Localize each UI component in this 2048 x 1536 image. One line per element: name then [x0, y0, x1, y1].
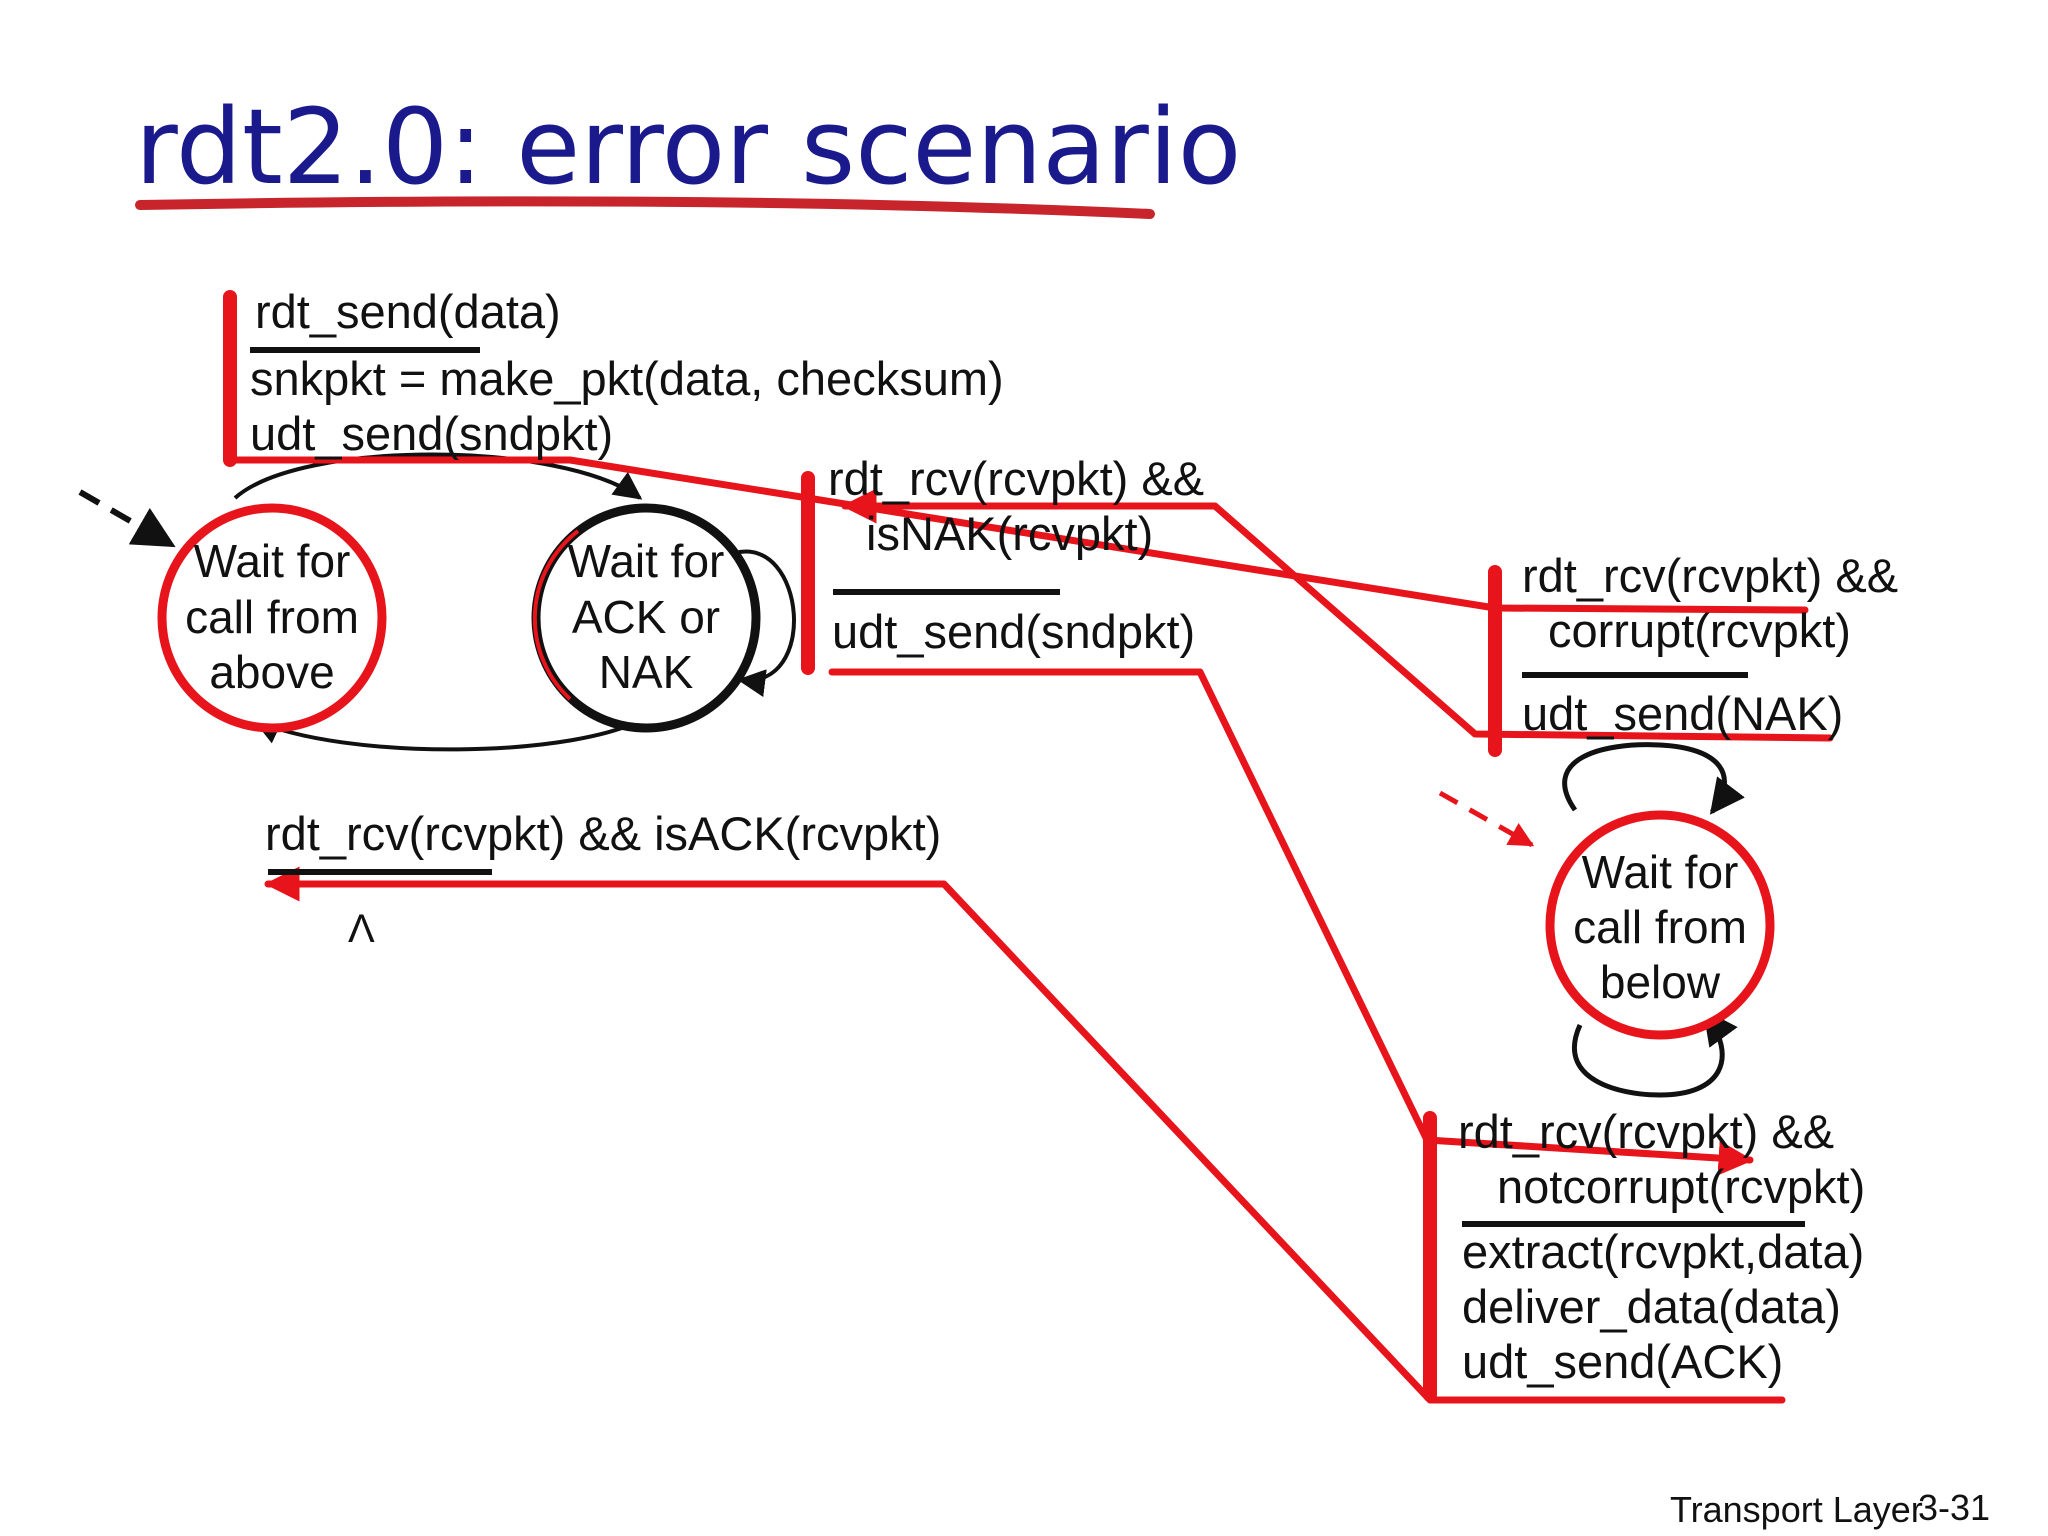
notcorrupt-action-label: udt_send(ACK): [1462, 1335, 1783, 1388]
arc-corrupt-self-loop: [1562, 742, 1745, 815]
transition-ack: rdt_rcv(rcvpkt) && isACK(rcvpkt) Λ: [265, 807, 941, 951]
nak-action-label: udt_send(sndpkt): [832, 605, 1195, 658]
annotation-packet-path: [226, 456, 1809, 614]
notcorrupt-action-label: extract(rcvpkt,data): [1462, 1225, 1864, 1278]
state-label-line: NAK: [599, 646, 694, 698]
slide-title: rdt2.0: error scenario: [135, 86, 1241, 208]
ack-action-lambda: Λ: [348, 907, 375, 951]
corrupt-action-label: udt_send(NAK): [1522, 687, 1843, 740]
red-annotation-paths: [223, 290, 1834, 1404]
annotation-resend-path: [828, 668, 1754, 1176]
corrupt-event-label: rdt_rcv(rcvpkt) &&: [1522, 549, 1898, 602]
ack-event-label: rdt_rcv(rcvpkt) && isACK(rcvpkt): [265, 807, 941, 860]
transition-nak: rdt_rcv(rcvpkt) && isNAK(rcvpkt) udt_sen…: [828, 452, 1204, 658]
arc-nak-self-loop: [734, 549, 796, 697]
receiver-initial-arrow: [1438, 790, 1535, 848]
state-label-line: Wait for: [194, 535, 351, 587]
arc-ack-transition: [252, 713, 652, 752]
nak-event-label: rdt_rcv(rcvpkt) &&: [828, 452, 1204, 505]
notcorrupt-event-label: rdt_rcv(rcvpkt) &&: [1458, 1105, 1834, 1158]
send-action-label: snkpkt = make_pkt(data, checksum): [250, 352, 1004, 405]
notcorrupt-action-label: deliver_data(data): [1462, 1280, 1841, 1333]
state-wait-call-from-above: Wait for call from above: [157, 503, 387, 733]
state-label-line: call from: [1573, 901, 1747, 953]
send-action-label: udt_send(sndpkt): [250, 407, 613, 460]
annotation-nak-return-path: [845, 506, 1834, 742]
notcorrupt-event-label: notcorrupt(rcvpkt): [1497, 1160, 1865, 1213]
transition-notcorrupt: rdt_rcv(rcvpkt) && notcorrupt(rcvpkt) ex…: [1458, 1105, 1865, 1388]
state-label-line: call from: [185, 591, 359, 643]
corrupt-event-label: corrupt(rcvpkt): [1548, 604, 1851, 657]
annotation-ack-return-path: [264, 866, 1786, 1404]
footer-page-number: 3-31: [1918, 1487, 1990, 1528]
state-wait-call-from-below: Wait for call from below: [1545, 810, 1775, 1040]
arc-send-transition: [233, 452, 643, 500]
transition-send: rdt_send(data) snkpkt = make_pkt(data, c…: [250, 285, 1004, 460]
state-label-line: Wait for: [568, 535, 725, 587]
state-label-line: ACK or: [572, 591, 720, 643]
footer-section-label: Transport Layer: [1670, 1489, 1923, 1530]
nak-event-label: isNAK(rcvpkt): [866, 507, 1153, 560]
send-event-label: rdt_send(data): [255, 285, 561, 338]
state-wait-ack-or-nak: Wait for ACK or NAK: [531, 503, 761, 733]
state-label-line: below: [1600, 956, 1721, 1008]
arc-notcorrupt-self-loop: [1571, 1009, 1738, 1098]
state-label-line: above: [209, 646, 334, 698]
transition-corrupt: rdt_rcv(rcvpkt) && corrupt(rcvpkt) udt_s…: [1522, 549, 1898, 740]
title-underline-annotation: [135, 196, 1155, 219]
initial-state-arrow: [78, 489, 176, 548]
state-label-line: Wait for: [1582, 846, 1739, 898]
